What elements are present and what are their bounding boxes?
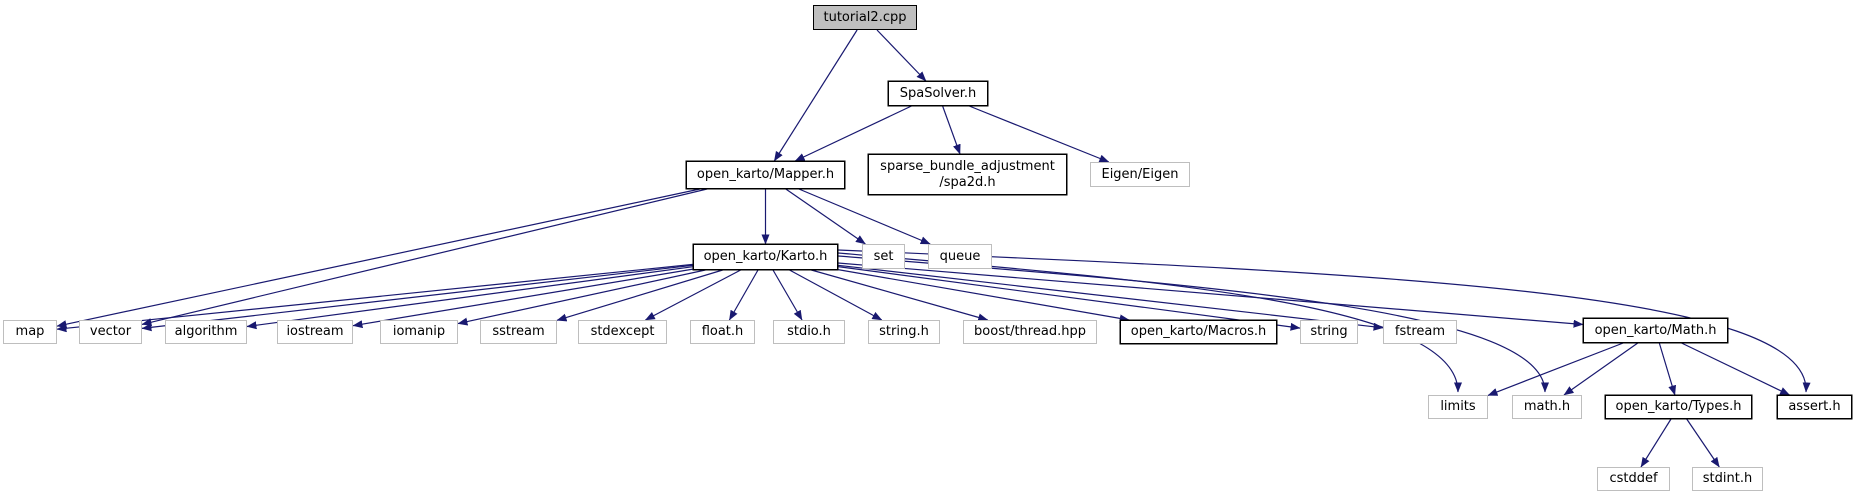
edge-karto-stdexcept [644, 269, 741, 321]
edge-spasolver-mapper [794, 105, 912, 162]
node-eigen[interactable]: Eigen/Eigen [1090, 162, 1190, 187]
edge-mathkarto-mathh [1563, 342, 1639, 396]
node-vector[interactable]: vector [79, 320, 142, 344]
edge-karto-fstream [837, 264, 1384, 331]
node-stdexcept[interactable]: stdexcept [578, 320, 667, 344]
node-stringh[interactable]: string.h [868, 320, 940, 344]
edge-types-cstddef [1640, 418, 1672, 468]
node-sstream[interactable]: sstream [480, 320, 557, 344]
edge-karto-algorithm [246, 266, 694, 330]
node-set[interactable]: set [862, 244, 905, 269]
edge-mapper-queue [798, 188, 931, 245]
node-mathkarto[interactable]: open_karto/Math.h [1583, 318, 1728, 343]
node-tutorial2[interactable]: tutorial2.cpp [813, 5, 917, 30]
edge-tutorial2-mapper [773, 29, 858, 162]
edge-spasolver-spa2d [942, 105, 961, 155]
edge-karto-iomanip [457, 269, 706, 326]
edge-tutorial2-spasolver [876, 29, 927, 82]
node-types[interactable]: open_karto/Types.h [1605, 395, 1752, 419]
node-fstream[interactable]: fstream [1383, 320, 1457, 344]
node-map[interactable]: map [3, 320, 57, 344]
node-spasolver[interactable]: SpaSolver.h [888, 81, 988, 106]
edge-types-stdinth [1686, 418, 1720, 468]
edge-karto-stdioh [772, 269, 803, 321]
edge-karto-map [56, 263, 694, 333]
node-karto[interactable]: open_karto/Karto.h [693, 244, 838, 270]
edge-mathkarto-types [1658, 342, 1677, 396]
graph-edges [56, 29, 1811, 468]
edge-karto-floath [728, 269, 759, 321]
edge-karto-mathkarto [837, 262, 1584, 328]
node-spa2d[interactable]: sparse_bundle_adjustment /spa2d.h [868, 154, 1067, 195]
edge-mapper-map [56, 188, 701, 329]
edge-karto-asserth [837, 249, 1811, 393]
edge-karto-stringh [789, 269, 883, 321]
node-mathh[interactable]: math.h [1512, 395, 1582, 419]
node-string[interactable]: string [1300, 320, 1358, 344]
node-iomanip[interactable]: iomanip [380, 320, 458, 344]
edge-mapper-set [785, 188, 866, 245]
edge-karto-mathh [837, 255, 1549, 393]
node-asserth[interactable]: assert.h [1777, 395, 1852, 419]
node-iostream[interactable]: iostream [277, 320, 353, 344]
edge-karto-sstream [556, 269, 723, 322]
node-cstddef[interactable]: cstddef [1597, 467, 1670, 491]
edge-mathkarto-asserth [1681, 342, 1791, 396]
edge-karto-string [837, 266, 1301, 331]
edge-karto-boost [811, 269, 989, 322]
node-floath[interactable]: float.h [690, 320, 755, 344]
edge-karto-iostream [352, 268, 694, 329]
node-stdinth[interactable]: stdint.h [1692, 467, 1763, 491]
node-limits[interactable]: limits [1428, 395, 1488, 419]
node-stdioh[interactable]: stdio.h [773, 320, 845, 344]
edge-karto-vector [141, 264, 694, 332]
node-macros[interactable]: open_karto/Macros.h [1120, 320, 1277, 344]
node-algorithm[interactable]: algorithm [165, 320, 247, 344]
edge-mapper-vector [141, 188, 708, 327]
node-mapper[interactable]: open_karto/Mapper.h [686, 161, 845, 189]
node-boost[interactable]: boost/thread.hpp [963, 320, 1097, 344]
edge-karto-macros [837, 269, 1130, 323]
node-queue[interactable]: queue [928, 244, 992, 269]
edge-spasolver-eigen [968, 105, 1110, 163]
edge-mathkarto-limits [1487, 342, 1624, 396]
